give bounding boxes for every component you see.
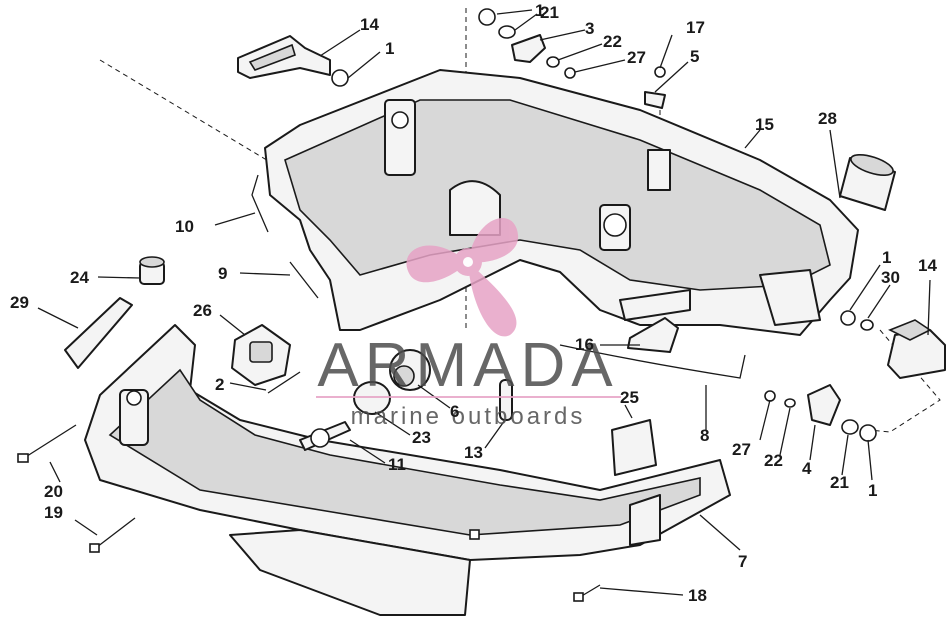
- callout-14: 14: [360, 15, 379, 34]
- sleeve-part-28: [839, 153, 896, 211]
- callout-25: 25: [620, 388, 639, 407]
- callout-13: 13: [464, 443, 483, 462]
- callout-14: 14: [918, 256, 937, 275]
- bolts: [17, 424, 601, 602]
- callout-21: 21: [540, 3, 559, 22]
- clip-part-13: [499, 379, 513, 421]
- callout-3: 3: [585, 19, 594, 38]
- callout-24: 24: [70, 268, 89, 287]
- callout-23: 23: [412, 428, 431, 447]
- pad-part-16: [627, 317, 679, 353]
- strip-part-29: [64, 297, 133, 369]
- callout-2: 2: [215, 375, 224, 394]
- callout-21: 21: [830, 473, 849, 492]
- callout-1: 1: [535, 1, 544, 20]
- callout-18: 18: [688, 586, 707, 605]
- callout-26: 26: [193, 301, 212, 320]
- callout-20: 20: [44, 482, 63, 501]
- seal-strips: [251, 174, 319, 299]
- upper-hardware: [331, 8, 666, 109]
- callout-1: 1: [868, 481, 877, 500]
- callout-22: 22: [764, 451, 783, 470]
- callout-8: 8: [700, 426, 709, 445]
- watermark-rule: [316, 396, 621, 398]
- callout-29: 29: [10, 293, 29, 312]
- leader-lines: [37, 9, 931, 596]
- bracket-part-25: [611, 419, 657, 476]
- callout-22: 22: [603, 32, 622, 51]
- callout-15: 15: [755, 115, 774, 134]
- callout-27: 27: [732, 440, 751, 459]
- watermark-brand: ARMADA: [317, 331, 618, 400]
- callout-1: 1: [385, 39, 394, 58]
- callout-28: 28: [818, 109, 837, 128]
- callout-4: 4: [802, 459, 812, 478]
- callout-30: 30: [881, 268, 900, 287]
- propeller-logo-icon: [406, 217, 519, 337]
- cable-part-8: [559, 344, 746, 379]
- callout-16: 16: [575, 335, 594, 354]
- callout-27: 27: [627, 48, 646, 67]
- watermark-tagline: marine outboards: [351, 403, 586, 430]
- callout-17: 17: [686, 18, 705, 37]
- stud-part-11: [299, 421, 351, 451]
- callout-5: 5: [690, 47, 699, 66]
- handle-part-14-lower: [887, 319, 946, 379]
- handle-part-14-upper: [237, 35, 331, 79]
- grommet-part-24: [139, 256, 165, 285]
- callout-9: 9: [218, 264, 227, 283]
- callout-10: 10: [175, 217, 194, 236]
- callout-1: 1: [882, 248, 891, 267]
- callout-6: 6: [450, 402, 459, 421]
- callout-11: 11: [388, 455, 406, 474]
- latch-part-26: [231, 324, 291, 386]
- lower-cover-part-7: [84, 324, 731, 616]
- pin-part-2: [267, 371, 301, 394]
- callout-7: 7: [738, 552, 747, 571]
- upper-cover-part-15: [264, 69, 859, 336]
- armada-watermark: ARMADA marine outboards: [316, 217, 621, 430]
- callout-19: 19: [44, 503, 63, 522]
- callout-labels: 1 21 3 22 27 17 5 14 1 15 28 10 9 24 29 …: [10, 1, 937, 605]
